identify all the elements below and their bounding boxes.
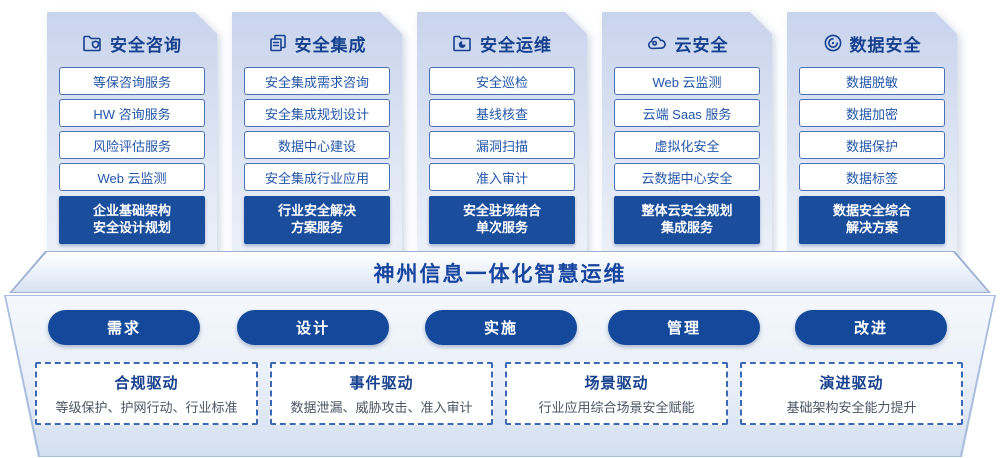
service-item: 数据标签 [799, 163, 945, 191]
footer-line: 方案服务 [290, 220, 343, 235]
service-item: 基线核查 [429, 99, 575, 127]
driver-title: 事件驱动 [349, 374, 414, 392]
card-footer: 数据安全综合 解决方案 [799, 196, 945, 244]
driver-desc: 基础架构安全能力提升 [786, 399, 917, 415]
cloud-icon [646, 33, 668, 53]
card-header: 安全运维 [417, 12, 587, 55]
service-item: 数据加密 [799, 99, 945, 127]
footer-line: 安全驻场结合 [462, 203, 541, 219]
process-step-improvement: 改进 [795, 310, 947, 345]
card-background: 安全咨询 等保咨询服务 HW 咨询服务 风险评估服务 Web 云监测 企业基础架… [47, 12, 217, 259]
driver-title: 演进驱动 [819, 374, 884, 392]
card-items: Web 云监测 云端 Saas 服务 虚拟化安全 云数据中心安全 [614, 67, 760, 191]
card-data-security: 数据安全 数据脱敏 数据加密 数据保护 数据标签 数据安全综合 解决方案 [787, 12, 957, 259]
card-title: 安全运维 [480, 35, 552, 55]
card-footer: 企业基础架构 安全设计规划 [59, 196, 205, 244]
card-footer: 整体云安全规划 集成服务 [614, 196, 760, 244]
card-security-integration: 安全集成 安全集成需求咨询 安全集成规划设计 数据中心建设 安全集成行业应用 行… [232, 12, 402, 259]
card-security-operations: 安全运维 安全巡检 基线核查 漏洞扫描 准入审计 安全驻场结合 单次服务 [417, 12, 587, 259]
service-item: 安全集成行业应用 [244, 163, 390, 191]
service-item: 漏洞扫描 [429, 131, 575, 159]
driver-evolution: 演进驱动 基础架构安全能力提升 [740, 362, 963, 425]
driver-compliance: 合规驱动 等级保护、护网行动、行业标准 [35, 362, 258, 425]
driver-title: 场景驱动 [584, 374, 649, 392]
service-item: 数据脱敏 [799, 67, 945, 95]
card-footer: 行业安全解决 方案服务 [244, 196, 390, 244]
service-item: HW 咨询服务 [59, 99, 205, 127]
service-item: 虚拟化安全 [614, 131, 760, 159]
card-items: 等保咨询服务 HW 咨询服务 风险评估服务 Web 云监测 [59, 67, 205, 191]
footer-line: 数据安全综合 [832, 203, 911, 219]
banner-trapezoid [12, 252, 988, 292]
footer-line: 解决方案 [845, 220, 898, 235]
service-item: 安全集成需求咨询 [244, 67, 390, 95]
card-title: 数据安全 [849, 35, 922, 55]
card-header: 云安全 [602, 12, 772, 55]
footer-line: 企业基础架构 [92, 203, 171, 219]
service-item: 数据中心建设 [244, 131, 390, 159]
card-background: 数据安全 数据脱敏 数据加密 数据保护 数据标签 数据安全综合 解决方案 [787, 12, 957, 259]
service-item: 风险评估服务 [59, 131, 205, 159]
service-item: 数据保护 [799, 131, 945, 159]
driver-desc: 行业应用综合场景安全赋能 [538, 399, 695, 415]
service-item: 安全集成规划设计 [244, 99, 390, 127]
card-background: 安全运维 安全巡检 基线核查 漏洞扫描 准入审计 安全驻场结合 单次服务 [417, 12, 587, 259]
process-step-requirement: 需求 [48, 310, 200, 345]
process-step-management: 管理 [608, 310, 760, 345]
service-item: 云端 Saas 服务 [614, 99, 760, 127]
footer-line: 行业安全解决 [277, 203, 356, 219]
document-copy-icon [268, 33, 288, 53]
fingerprint-icon [823, 33, 843, 53]
card-header: 数据安全 [787, 12, 957, 55]
service-item: 等保咨询服务 [59, 67, 205, 95]
folder-pie-icon [452, 33, 473, 53]
driver-incident: 事件驱动 数据泄漏、威胁攻击、准入审计 [270, 362, 493, 425]
process-step-implementation: 实施 [425, 310, 577, 345]
card-title: 安全集成 [294, 35, 367, 55]
footer-line: 单次服务 [475, 220, 528, 235]
card-header: 安全集成 [232, 12, 402, 55]
card-footer: 安全驻场结合 单次服务 [429, 196, 575, 244]
footer-line: 安全设计规划 [92, 220, 171, 235]
service-item: 云数据中心安全 [614, 163, 760, 191]
banner-title: 神州信息一体化智慧运维 [373, 263, 627, 286]
driver-scenario: 场景驱动 行业应用综合场景安全赋能 [505, 362, 728, 425]
footer-line: 集成服务 [660, 220, 713, 235]
service-item: Web 云监测 [59, 163, 205, 191]
card-header: 安全咨询 [47, 12, 217, 55]
folder-shield-icon [82, 33, 103, 53]
card-items: 安全巡检 基线核查 漏洞扫描 准入审计 [429, 67, 575, 191]
card-background: 安全集成 安全集成需求咨询 安全集成规划设计 数据中心建设 安全集成行业应用 行… [232, 12, 402, 259]
footer-line: 整体云安全规划 [641, 203, 733, 219]
card-title: 云安全 [674, 35, 729, 55]
card-title: 安全咨询 [110, 35, 182, 55]
card-cloud-security: 云安全 Web 云监测 云端 Saas 服务 虚拟化安全 云数据中心安全 整体云… [602, 12, 772, 259]
card-items: 数据脱敏 数据加密 数据保护 数据标签 [799, 67, 945, 191]
card-security-consulting: 安全咨询 等保咨询服务 HW 咨询服务 风险评估服务 Web 云监测 企业基础架… [47, 12, 217, 259]
driver-title: 合规驱动 [114, 374, 179, 392]
service-item: 安全巡检 [429, 67, 575, 95]
driver-desc: 数据泄漏、威胁攻击、准入审计 [290, 399, 473, 415]
card-background: 云安全 Web 云监测 云端 Saas 服务 虚拟化安全 云数据中心安全 整体云… [602, 12, 772, 259]
service-item: Web 云监测 [614, 67, 760, 95]
process-step-design: 设计 [237, 310, 389, 345]
card-items: 安全集成需求咨询 安全集成规划设计 数据中心建设 安全集成行业应用 [244, 67, 390, 191]
driver-desc: 等级保护、护网行动、行业标准 [55, 399, 238, 415]
service-item: 准入审计 [429, 163, 575, 191]
